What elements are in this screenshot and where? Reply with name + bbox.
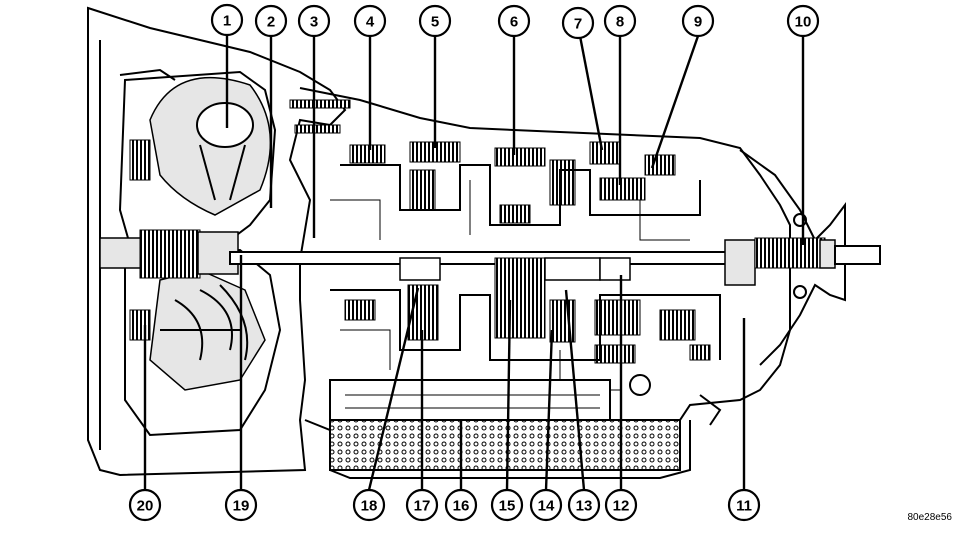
callout-17: 17 — [405, 488, 439, 522]
callout-10: 10 — [786, 4, 820, 38]
callout-label: 1 — [223, 13, 231, 30]
callout-label: 14 — [538, 498, 555, 515]
callout-2: 2 — [254, 4, 288, 38]
callout-3: 3 — [297, 4, 331, 38]
callout-20: 20 — [128, 488, 162, 522]
callout-label: 18 — [361, 498, 378, 515]
callout-1: 1 — [210, 3, 244, 37]
callout-label: 3 — [310, 14, 318, 31]
callout-6: 6 — [497, 4, 531, 38]
upper-clutch-packs — [289, 99, 701, 241]
callout-14: 14 — [529, 488, 563, 522]
callout-8: 8 — [603, 4, 637, 38]
callout-label: 20 — [137, 498, 154, 515]
callout-label: 17 — [414, 498, 431, 515]
callout-9: 9 — [681, 4, 715, 38]
callout-label: 12 — [613, 498, 630, 515]
callout-18: 18 — [352, 488, 386, 522]
callout-5: 5 — [418, 4, 452, 38]
valve-body-and-oil-pan — [329, 374, 722, 479]
callout-4: 4 — [353, 4, 387, 38]
output-shaft — [739, 149, 881, 366]
callout-11: 11 — [727, 488, 761, 522]
callout-label: 2 — [267, 14, 275, 31]
callout-7: 7 — [561, 6, 595, 40]
callout-label: 8 — [616, 14, 624, 31]
callout-12: 12 — [604, 488, 638, 522]
callout-label: 11 — [736, 498, 752, 515]
callout-19: 19 — [224, 488, 258, 522]
lower-planetary-sets — [330, 257, 721, 391]
callout-13: 13 — [567, 488, 601, 522]
callout-label: 19 — [233, 498, 250, 515]
leader-lines — [143, 35, 805, 491]
callout-16: 16 — [444, 488, 478, 522]
callout-label: 4 — [366, 14, 375, 31]
callout-label: 15 — [499, 498, 516, 515]
callout-label: 5 — [431, 14, 439, 31]
callout-label: 7 — [574, 16, 582, 33]
figure-id: 80e28e56 — [907, 512, 953, 523]
callout-label: 6 — [510, 14, 518, 31]
callouts: 1 2 3 4 5 6 7 8 9 10 11 12 13 14 15 16 1… — [128, 3, 820, 522]
callout-label: 16 — [453, 498, 470, 515]
callout-label: 10 — [795, 14, 812, 31]
callout-label: 9 — [694, 14, 702, 31]
callout-15: 15 — [490, 488, 524, 522]
callout-label: 13 — [576, 498, 593, 515]
